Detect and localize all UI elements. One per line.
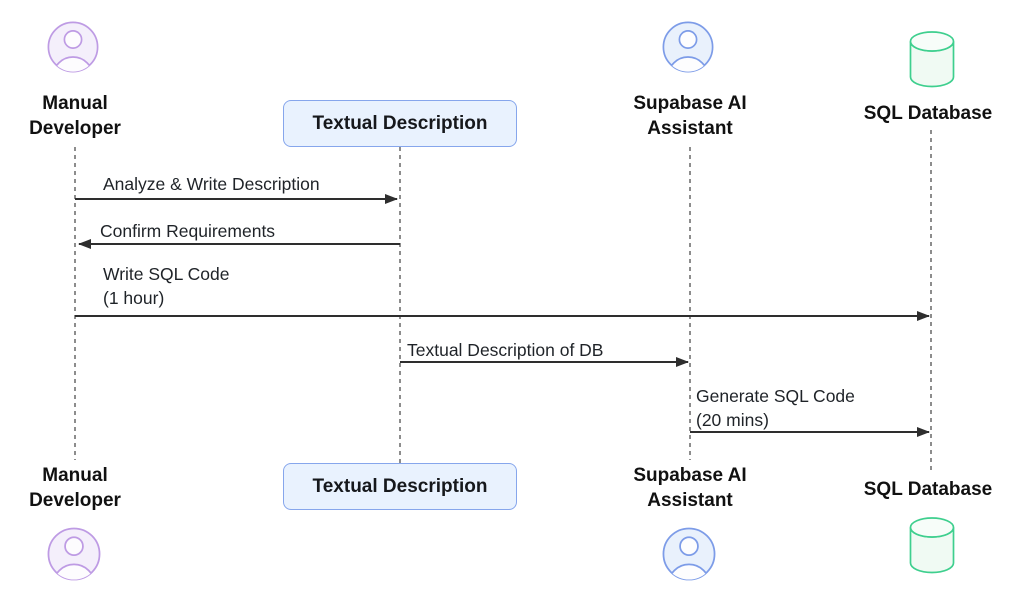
message-arrow-textual-description-of-db: [400, 357, 689, 367]
database-icon: [909, 517, 955, 574]
message-arrow-analyze-write-description: [75, 194, 398, 204]
person-icon: [47, 21, 99, 73]
message-arrow-write-sql-code: [75, 311, 930, 321]
lifeline-textual-description: [399, 147, 401, 463]
person-icon: [662, 527, 716, 581]
actor-label-supabase-ai-bottom: Supabase AI Assistant: [633, 465, 747, 511]
message-arrow-confirm-requirements: [78, 239, 400, 249]
actor-label-manual-developer: Manual Developer: [29, 93, 121, 139]
actor-label-sql-database-bottom: SQL Database: [863, 479, 993, 500]
actor-label-sql-database: SQL Database: [863, 103, 993, 124]
message-label-write-sql-code: Write SQL Code (1 hour): [103, 264, 230, 308]
person-icon: [47, 527, 101, 581]
message-label-analyze-write-description: Analyze & Write Description: [103, 174, 320, 194]
participant-textual-description-bottom: Textual Description: [283, 463, 517, 510]
participant-textual-description: Textual Description: [283, 100, 517, 147]
message-label-confirm-requirements: Confirm Requirements: [100, 221, 276, 241]
actor-label-supabase-ai: Supabase AI Assistant: [633, 93, 747, 139]
person-icon: [662, 21, 714, 73]
actor-label-manual-developer-bottom: Manual Developer: [29, 465, 121, 511]
lifeline-manual-developer: [74, 147, 76, 460]
lifeline-supabase-ai: [689, 147, 691, 460]
message-label-generate-sql-code: Generate SQL Code (20 mins): [696, 386, 855, 430]
database-icon: [909, 31, 955, 88]
message-arrow-generate-sql-code: [690, 427, 930, 437]
message-label-textual-description-of-db: Textual Description of DB: [407, 340, 604, 360]
lifeline-sql-database: [930, 130, 932, 472]
